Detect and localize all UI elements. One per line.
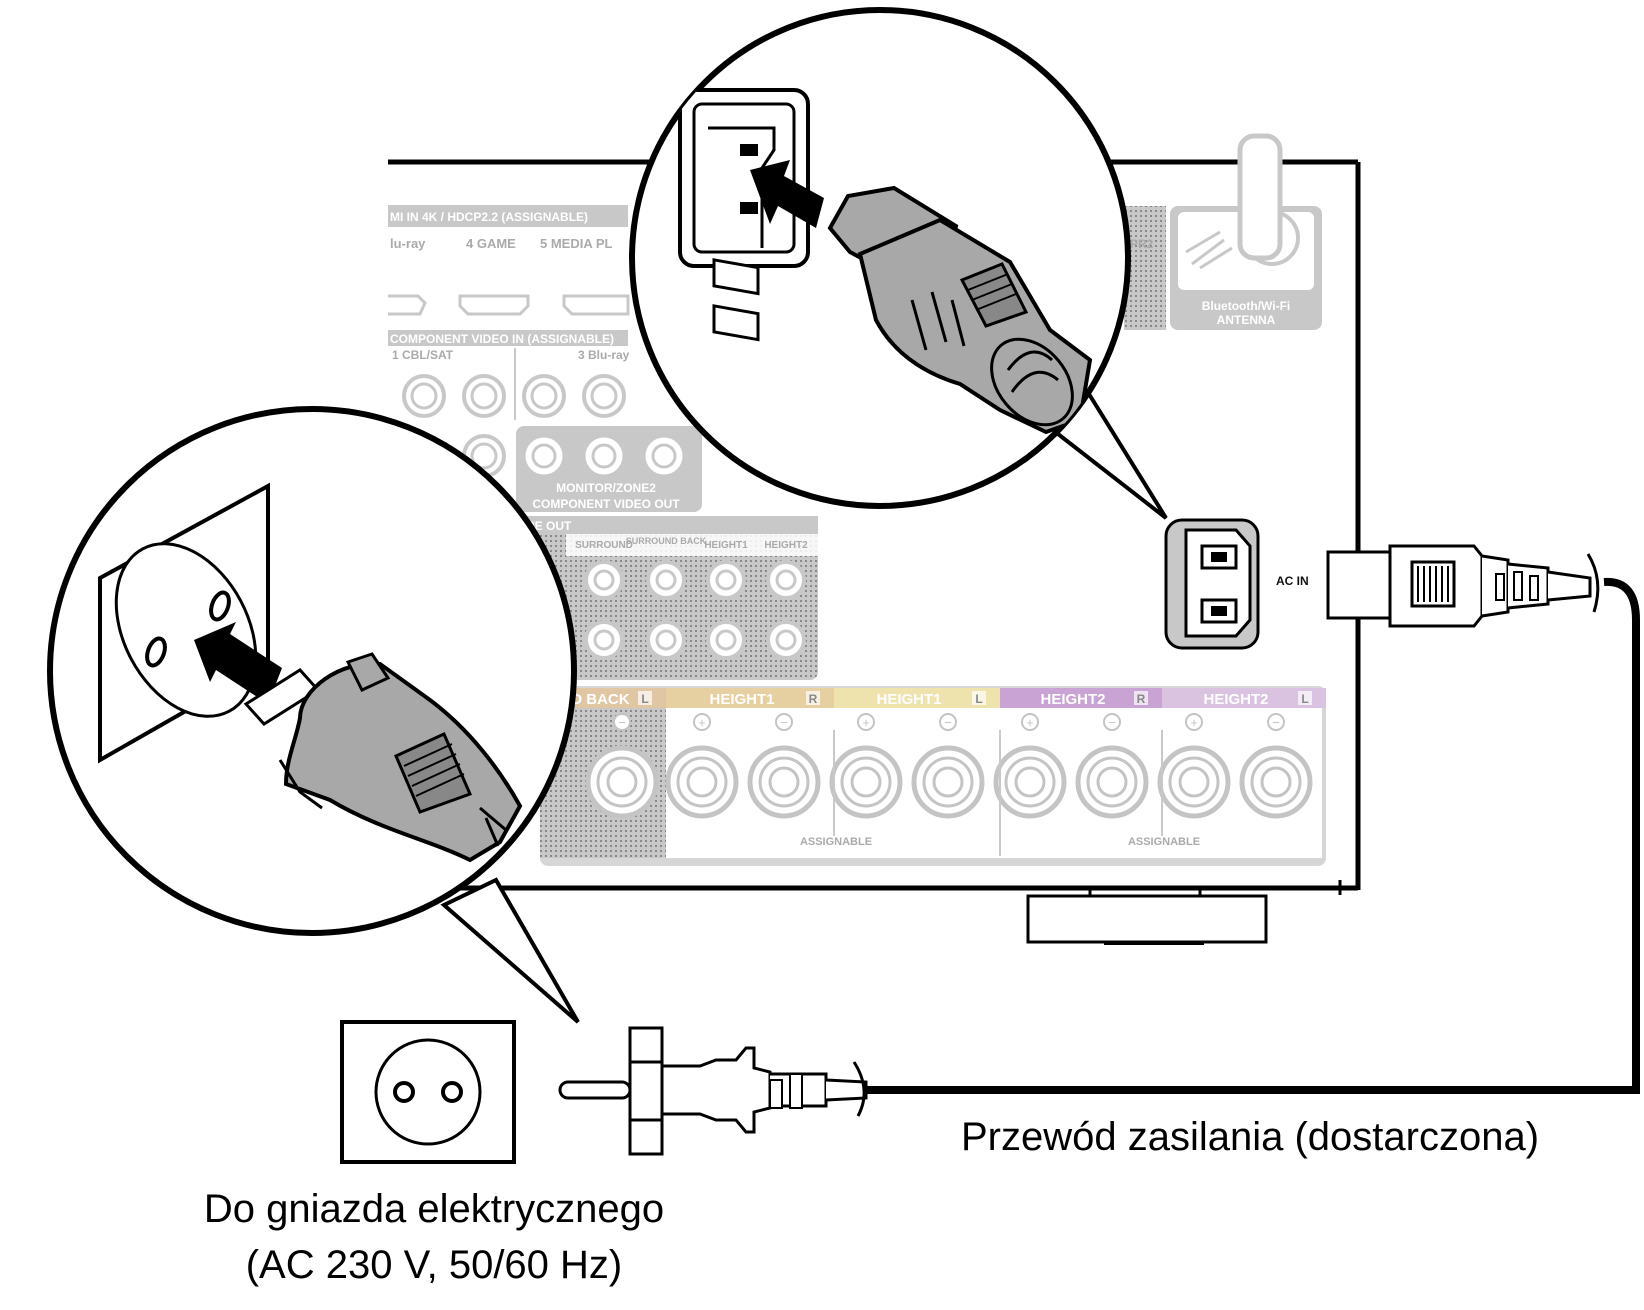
speaker-group-label: ND BACK <box>560 691 629 708</box>
polarity-sign: − <box>944 715 952 730</box>
binding-post <box>606 766 638 798</box>
ac-in-label: AC IN <box>1276 574 1309 588</box>
speaker-side-label: L <box>641 692 648 706</box>
speaker-group-label: HEIGHT2 <box>1040 691 1105 708</box>
pre-out-height2: HEIGHT2 <box>764 540 808 551</box>
binding-post <box>1096 766 1128 798</box>
polarity-sign: − <box>618 715 626 730</box>
hdmi-header-band <box>388 205 628 227</box>
hdmi-header: MI IN 4K / HDCP2.2 (ASSIGNABLE) <box>390 210 588 224</box>
antenna-icon <box>1237 133 1283 261</box>
binding-post <box>1260 766 1292 798</box>
polarity-mark <box>939 713 957 731</box>
polarity-mark <box>857 713 875 731</box>
speaker-side-badge <box>1298 691 1312 705</box>
plug-callout <box>47 406 580 1024</box>
pre-out-jacks <box>584 560 806 660</box>
wall-outlet <box>340 1020 516 1164</box>
zone-dotted-block <box>1124 206 1166 330</box>
insert-arrow-icon <box>194 622 282 704</box>
polarity-sign: + <box>698 715 706 730</box>
speaker-header-band <box>1162 688 1326 708</box>
polarity-sign: − <box>1108 715 1116 730</box>
binding-post <box>1178 766 1210 798</box>
outlet-caption-line2: (AC 230 V, 50/60 Hz) <box>246 1243 623 1287</box>
speaker-group-label: HEIGHT1 <box>876 691 941 708</box>
speaker-header-band <box>834 688 1000 708</box>
antenna-label-2: ANTENNA <box>1217 313 1276 327</box>
speaker-group-label: HEIGHT1 <box>709 691 774 708</box>
speaker-side-label: L <box>975 692 982 706</box>
component-input-1: 1 CBL/SAT <box>392 348 454 362</box>
assignable-label-2: ASSIGNABLE <box>1128 836 1200 848</box>
zone-label: PR2 <box>1130 237 1154 251</box>
polarity-sign: + <box>1190 715 1198 730</box>
polarity-mark <box>613 713 631 731</box>
polarity-sign: − <box>780 715 788 730</box>
polarity-sign: + <box>862 715 870 730</box>
polarity-mark <box>1267 713 1285 731</box>
power-cable <box>866 577 1640 1094</box>
inlet-callout <box>629 7 1168 520</box>
pre-out-height1: HEIGHT1 <box>704 540 748 551</box>
hdmi-port <box>388 294 427 316</box>
binding-post <box>850 766 882 798</box>
binding-post <box>768 766 800 798</box>
binding-post <box>1014 766 1046 798</box>
pre-out-surround-back: SURROUND BACK <box>626 536 707 546</box>
polarity-mark <box>1021 713 1039 731</box>
wall-plug <box>558 1026 868 1156</box>
polarity-mark <box>775 713 793 731</box>
speaker-header-band <box>666 688 834 708</box>
polarity-mark <box>1103 713 1121 731</box>
binding-post <box>686 766 718 798</box>
hdmi-port <box>458 294 530 316</box>
speaker-side-badge <box>1134 691 1148 705</box>
speaker-side-label: R <box>809 692 818 706</box>
pre-out-surround: SURROUND <box>575 540 633 551</box>
hdmi-input-1: lu-ray <box>390 236 426 251</box>
polarity-sign: + <box>1026 715 1034 730</box>
binding-post <box>932 766 964 798</box>
speaker-group-label: HEIGHT2 <box>1203 691 1268 708</box>
power-cord <box>558 544 1640 1156</box>
component-input-3: 3 Blu-ray <box>578 348 630 362</box>
speaker-side-label: R <box>1137 692 1146 706</box>
monitor-label: MONITOR/ZONE2 <box>556 481 656 495</box>
speaker-side-badge <box>972 691 986 705</box>
insert-arrow-icon <box>750 160 824 228</box>
hdmi-port <box>562 294 630 316</box>
polarity-sign: − <box>1272 715 1280 730</box>
assignable-label-1: ASSIGNABLE <box>800 836 872 848</box>
antenna-label-1: Bluetooth/Wi-Fi <box>1202 299 1291 313</box>
hdmi-input-4: 4 GAME <box>466 236 516 251</box>
polarity-mark <box>1185 713 1203 731</box>
outlet-caption-line1: Do gniazda elektrycznego <box>204 1187 664 1231</box>
speaker-side-badge <box>806 691 820 705</box>
speaker-header-band <box>1000 688 1162 708</box>
receiver-foot <box>1026 894 1268 944</box>
speaker-side-label: L <box>1301 692 1308 706</box>
component-header: COMPONENT VIDEO IN (ASSIGNABLE) <box>390 332 614 346</box>
speaker-side-badge <box>638 691 652 705</box>
cord-caption: Przewód zasilania (dostarczona) <box>961 1115 1539 1159</box>
component-out-label: COMPONENT VIDEO OUT <box>532 497 680 511</box>
iec-connector <box>1326 544 1600 628</box>
polarity-mark <box>693 713 711 731</box>
hdmi-input-5: 5 MEDIA PL <box>540 236 613 251</box>
